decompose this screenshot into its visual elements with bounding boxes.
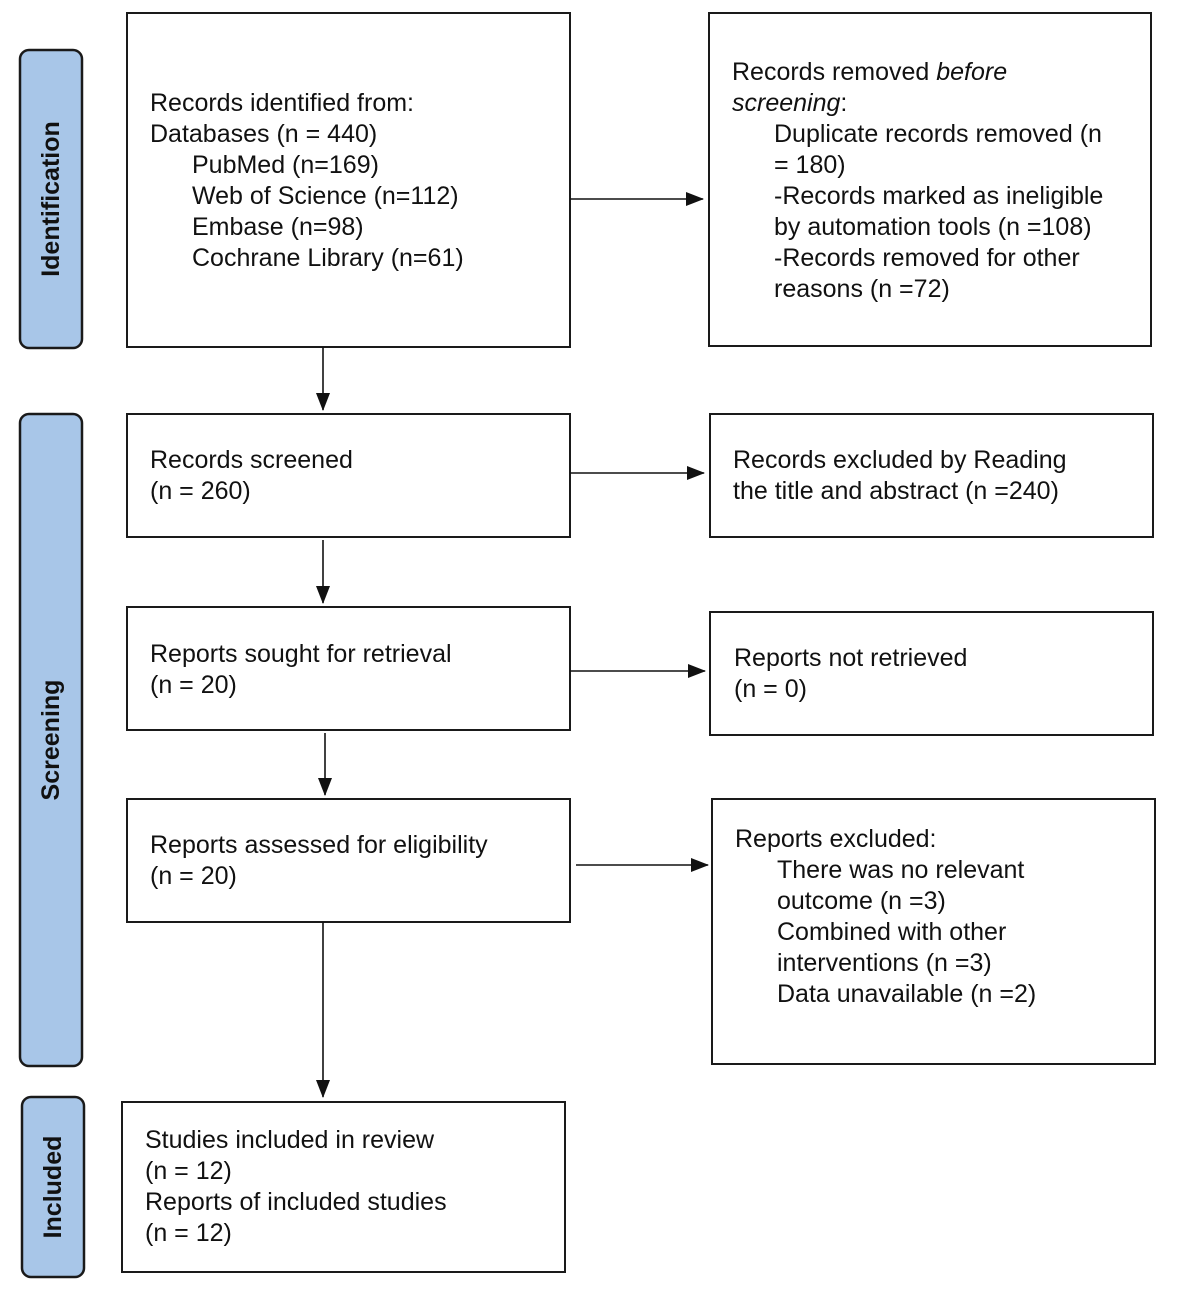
studies-included-label: Studies included in review bbox=[145, 1126, 435, 1154]
web-of-science-count: Web of Science (n=112) bbox=[192, 182, 459, 210]
phase-bar-identification: Identification bbox=[18, 48, 84, 350]
records-excluded-line1: Records excluded by Reading bbox=[733, 446, 1067, 474]
reports-assessed-label: Reports assessed for eligibility bbox=[150, 831, 488, 859]
box-reports-not-retrieved bbox=[709, 611, 1154, 736]
reports-excluded-text: Reports excluded: There was no relevant … bbox=[735, 824, 1036, 1010]
reports-not-retrieved-text: Reports not retrieved (n = 0) bbox=[734, 643, 967, 705]
other-removed-line2: reasons (n =72) bbox=[774, 275, 950, 303]
reports-assessed-text: Reports assessed for eligibility (n = 20… bbox=[150, 830, 488, 892]
box-studies-included bbox=[121, 1101, 566, 1273]
reports-not-retrieved-label: Reports not retrieved bbox=[734, 644, 968, 672]
records-removed-lead: Records removed bbox=[732, 58, 937, 86]
no-relevant-outcome-line2: outcome (n =3) bbox=[777, 887, 946, 915]
phase-label-included: Included bbox=[39, 1136, 67, 1239]
box-reports-assessed bbox=[126, 798, 571, 923]
box-records-screened bbox=[126, 413, 571, 538]
phase-bar-included: Included bbox=[20, 1095, 86, 1279]
data-unavailable: Data unavailable (n =2) bbox=[777, 980, 1037, 1008]
embase-count: Embase (n=98) bbox=[192, 213, 364, 241]
records-removed-heading: Records removed before bbox=[732, 57, 1103, 88]
records-removed-text: Records removed before screening: Duplic… bbox=[732, 57, 1103, 305]
box-records-removed bbox=[708, 12, 1152, 347]
pubmed-count: PubMed (n=169) bbox=[192, 151, 379, 179]
reports-included-label: Reports of included studies bbox=[145, 1188, 447, 1216]
reports-assessed-count: (n = 20) bbox=[150, 862, 237, 890]
records-removed-colon: : bbox=[840, 89, 848, 117]
cochrane-count: Cochrane Library (n=61) bbox=[192, 244, 464, 272]
studies-included-count: (n = 12) bbox=[145, 1157, 232, 1185]
no-relevant-outcome-line1: There was no relevant bbox=[777, 856, 1025, 884]
records-identified-text: Records identified from: Databases (n = … bbox=[150, 88, 464, 274]
reports-not-retrieved-count: (n = 0) bbox=[734, 675, 807, 703]
records-excluded-text: Records excluded by Reading the title an… bbox=[733, 445, 1067, 507]
box-reports-sought bbox=[126, 606, 571, 731]
combined-interventions-line2: interventions (n =3) bbox=[777, 949, 992, 977]
databases-count: Databases (n = 440) bbox=[150, 120, 378, 148]
reports-sought-text: Reports sought for retrieval (n = 20) bbox=[150, 639, 452, 701]
phase-label-screening: Screening bbox=[37, 680, 65, 801]
records-removed-screening: screening bbox=[732, 89, 841, 117]
records-removed-heading-2: screening: bbox=[732, 88, 1103, 119]
duplicate-records-line2: = 180) bbox=[774, 151, 846, 179]
duplicate-records-line1: Duplicate records removed (n bbox=[774, 120, 1102, 148]
reports-included-count: (n = 12) bbox=[145, 1219, 232, 1247]
reports-sought-count: (n = 20) bbox=[150, 671, 237, 699]
records-screened-text: Records screened (n = 260) bbox=[150, 445, 353, 507]
records-excluded-line2: the title and abstract (n =240) bbox=[733, 477, 1059, 505]
studies-included-text: Studies included in review (n = 12) Repo… bbox=[145, 1125, 447, 1249]
reports-excluded-heading: Reports excluded: bbox=[735, 825, 937, 853]
reports-sought-label: Reports sought for retrieval bbox=[150, 640, 452, 668]
combined-interventions-line1: Combined with other bbox=[777, 918, 1007, 946]
records-screened-label: Records screened bbox=[150, 446, 353, 474]
phase-label-identification: Identification bbox=[37, 121, 65, 277]
records-screened-count: (n = 260) bbox=[150, 477, 251, 505]
records-removed-before: before bbox=[936, 58, 1008, 86]
automation-records-line2: by automation tools (n =108) bbox=[774, 213, 1092, 241]
records-identified-heading: Records identified from: bbox=[150, 89, 415, 117]
automation-records-line1: -Records marked as ineligible bbox=[774, 182, 1104, 210]
box-records-identified bbox=[126, 12, 571, 348]
box-reports-excluded bbox=[711, 798, 1156, 1065]
box-records-excluded bbox=[709, 413, 1154, 538]
phase-bar-screening: Screening bbox=[18, 412, 84, 1068]
other-removed-line1: -Records removed for other bbox=[774, 244, 1080, 272]
